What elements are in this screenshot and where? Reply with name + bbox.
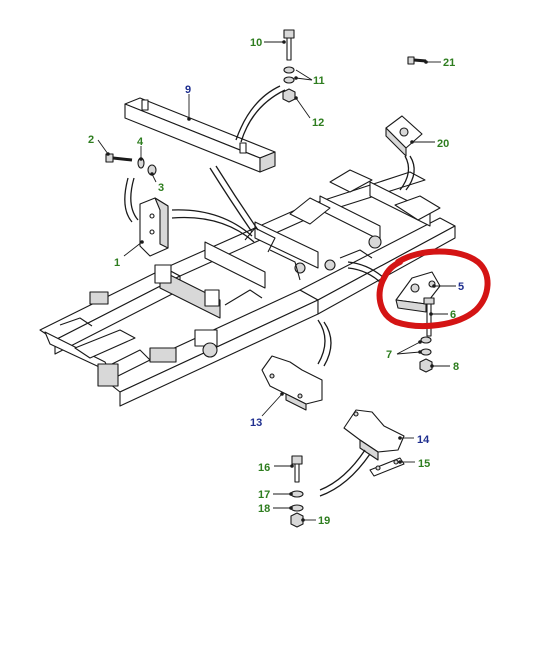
part-20-mount-plate: [385, 115, 423, 157]
part-13-bracket: [261, 355, 323, 411]
part-11-washers: [283, 66, 295, 84]
part-21-bolt: [407, 56, 427, 65]
part-7-washers: [420, 336, 432, 356]
callout-17: 17: [258, 489, 270, 501]
callout-11: 11: [313, 75, 325, 87]
callout-7: 7: [386, 349, 392, 361]
callout-labels: 10 11 12 9 2 4 3 1 21 20 5 6 7 8 13 14 1…: [88, 37, 464, 527]
part-19-nut: [290, 512, 304, 528]
part-5-clamp: [395, 271, 441, 313]
highlight-circle: [376, 248, 491, 329]
part-12-nut: [282, 88, 296, 103]
leader-lines: [97, 40, 456, 522]
part-15-strap: [369, 457, 405, 477]
part-2-bolt: [105, 153, 133, 163]
callout-20: 20: [437, 138, 449, 150]
part-6-bolt: [423, 297, 435, 337]
part-8-nut: [419, 358, 433, 373]
callout-9: 9: [185, 84, 191, 96]
callout-1: 1: [114, 257, 120, 269]
part-10-bolt: [283, 29, 295, 61]
callout-19: 19: [318, 515, 330, 527]
callout-15: 15: [418, 458, 430, 470]
callout-18: 18: [258, 503, 270, 515]
callout-13: 13: [250, 417, 262, 429]
part-9-cross-beam: [124, 97, 276, 173]
callout-4: 4: [137, 136, 144, 148]
callout-5: 5: [458, 281, 464, 293]
callout-10: 10: [250, 37, 262, 49]
part-14-bracket: [343, 409, 405, 461]
callout-3: 3: [158, 182, 164, 194]
callout-6: 6: [450, 309, 456, 321]
callout-2: 2: [88, 134, 94, 146]
part-16-bolt: [291, 455, 303, 483]
callout-12: 12: [312, 117, 324, 129]
chassis-frame: [39, 169, 456, 407]
callout-8: 8: [453, 361, 459, 373]
callout-14: 14: [417, 434, 430, 446]
callout-16: 16: [258, 462, 270, 474]
callout-21: 21: [443, 57, 455, 69]
part-1-bracket: [139, 197, 169, 257]
